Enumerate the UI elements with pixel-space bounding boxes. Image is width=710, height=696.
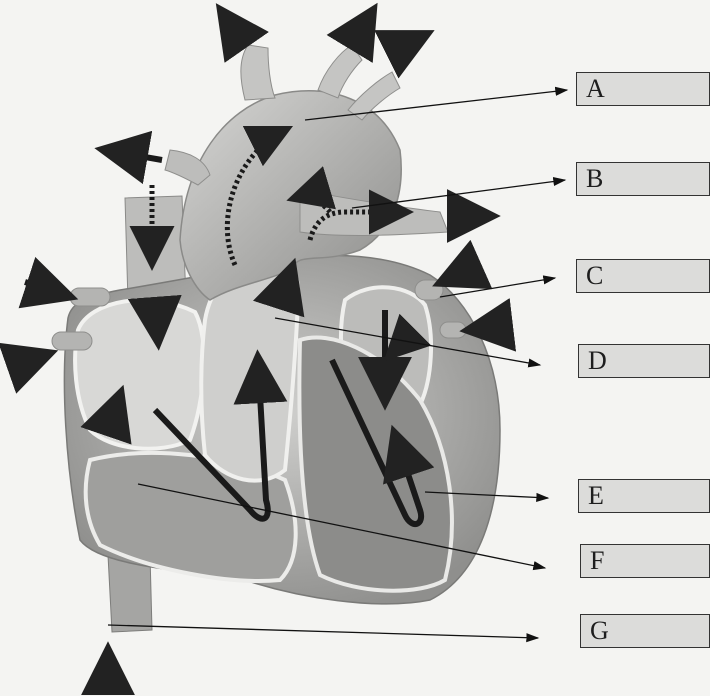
flow-arrow-pulmonary-right: [105, 150, 162, 160]
label-box-F: F: [580, 544, 710, 578]
label-box-C: C: [576, 259, 710, 293]
pulmonary-vein-lower-right: [52, 332, 92, 350]
heart-body: [52, 45, 500, 632]
flow-arrow-carotid: [352, 12, 372, 45]
label-box-G: G: [580, 614, 710, 648]
flow-arrow-vein-in-2: [8, 354, 48, 368]
flow-arrow-subclavian: [395, 35, 425, 50]
label-box-E: E: [578, 479, 710, 513]
flow-arrow-ra-down: [155, 300, 158, 340]
pulmonary-vein-upper-right: [70, 288, 110, 306]
label-box-D: D: [578, 344, 710, 378]
left-carotid-artery: [318, 45, 362, 98]
label-box-A: A: [576, 72, 710, 106]
flow-arrow-brachiocephalic: [222, 12, 245, 45]
pulmonary-vein-lower-left: [440, 322, 466, 338]
pulmonary-vein-upper-left: [415, 280, 443, 300]
label-box-B: B: [576, 162, 710, 196]
flow-arrow-vein-in-4: [470, 325, 512, 330]
leader-line-G: [108, 625, 538, 638]
flow-arrow-vein-in-1: [25, 282, 68, 296]
brachiocephalic-artery: [241, 45, 275, 100]
flow-arrow-vein-in-3: [442, 266, 478, 282]
right-atrium: [75, 300, 204, 449]
leader-line-C: [440, 278, 555, 297]
